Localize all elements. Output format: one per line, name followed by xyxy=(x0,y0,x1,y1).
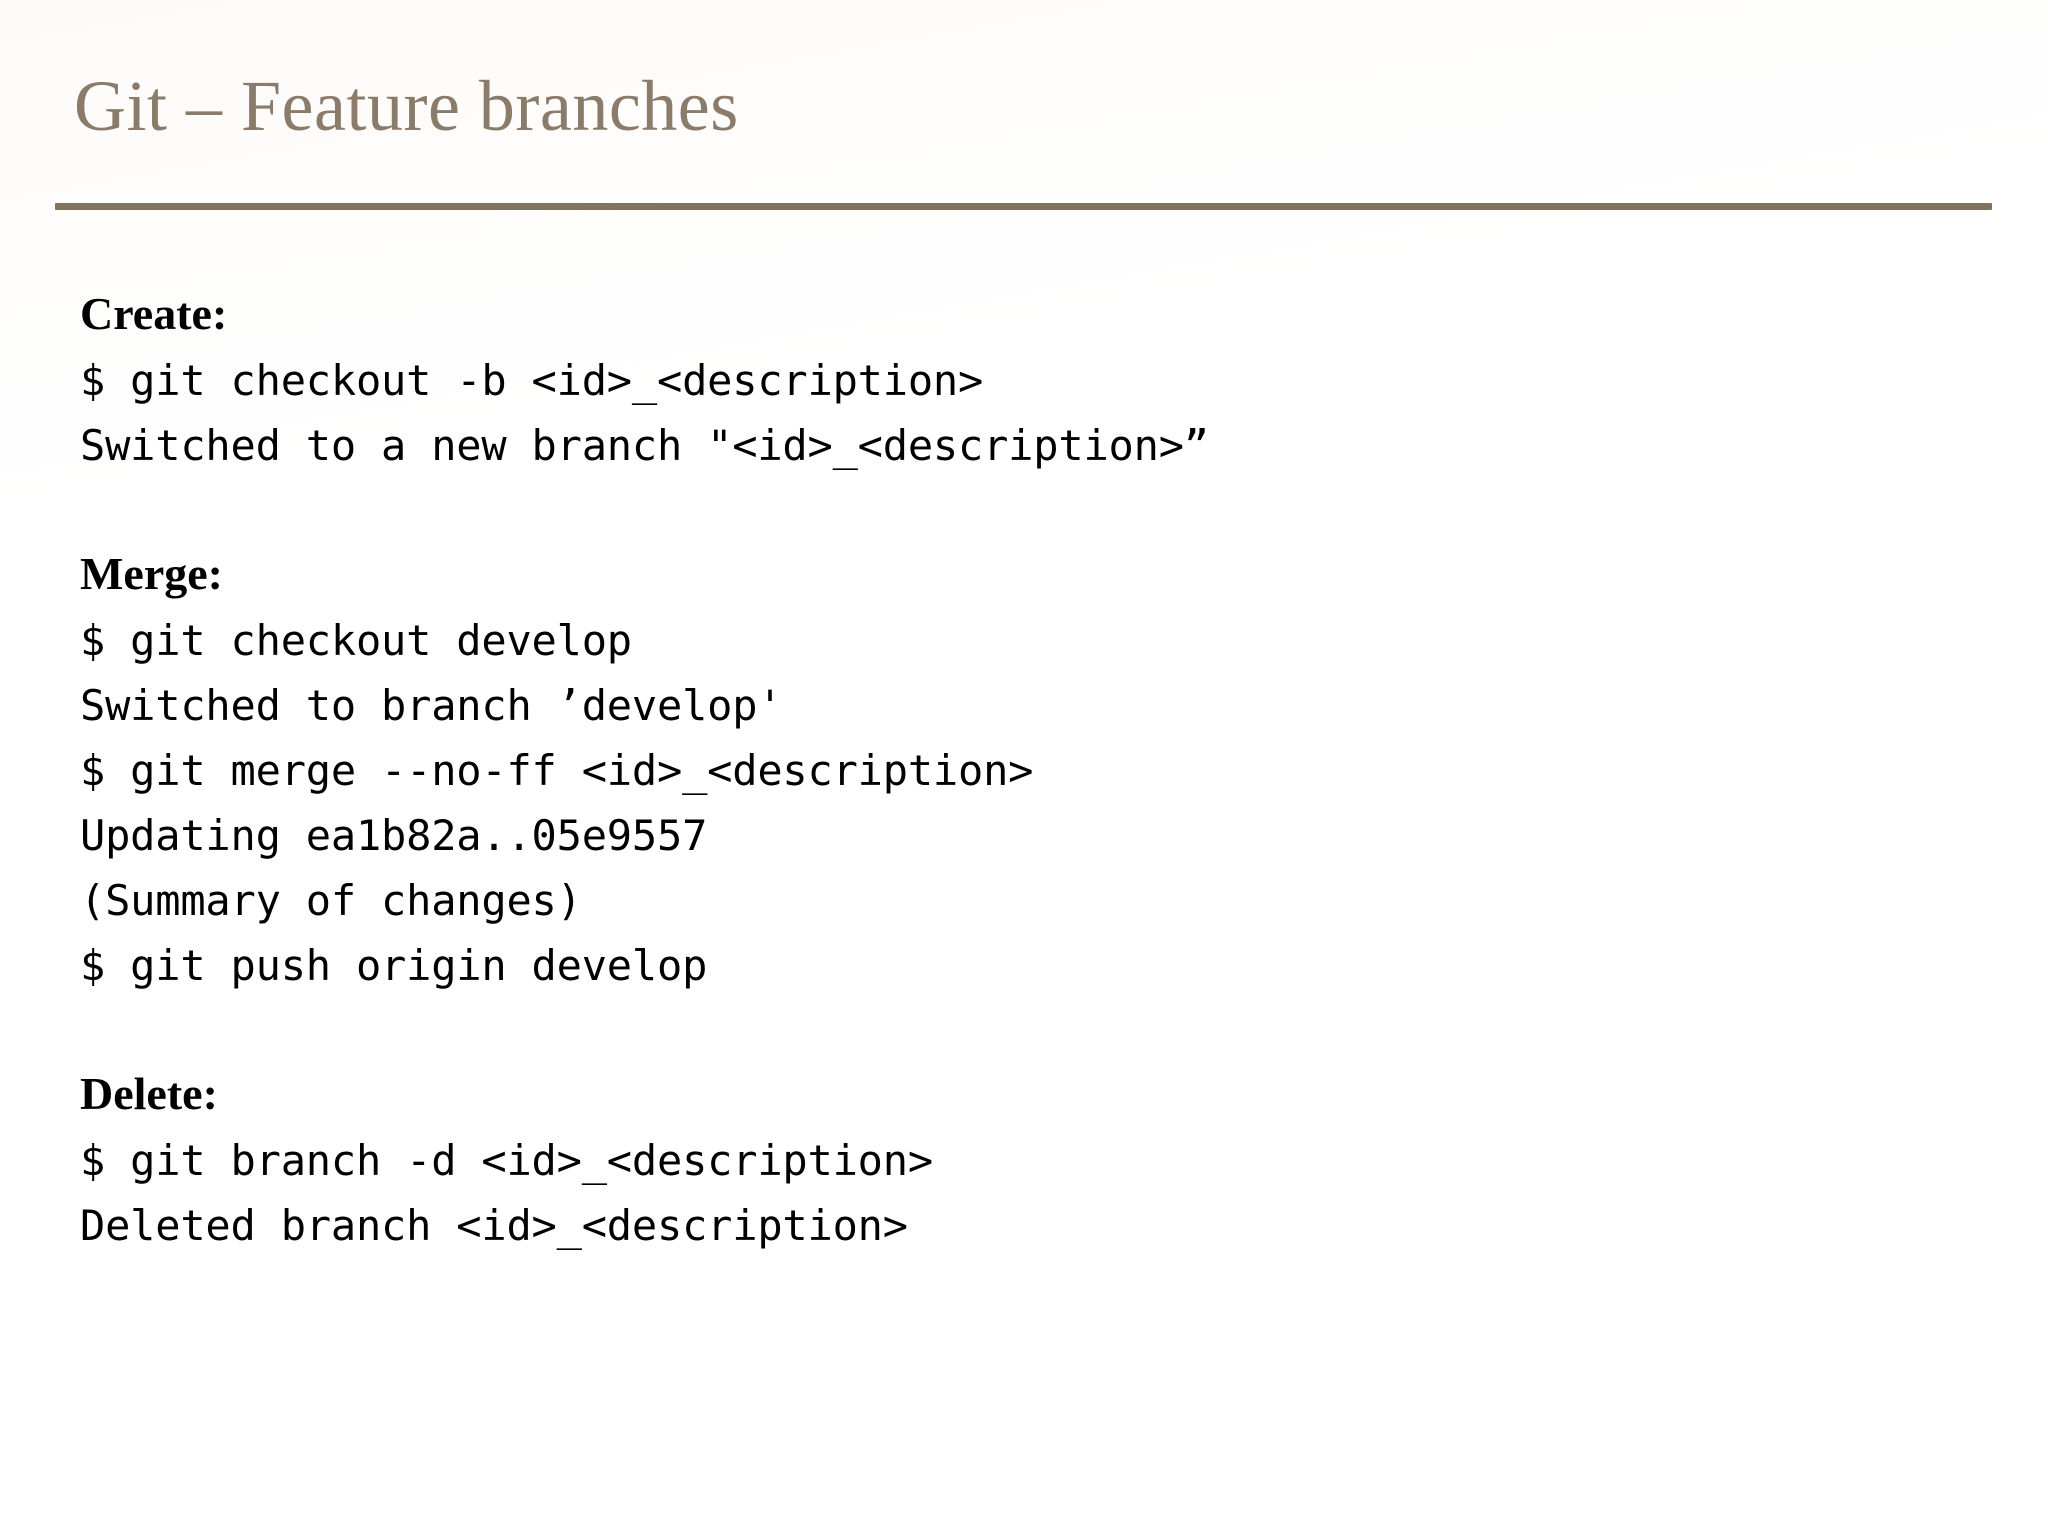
code-line: Updating ea1b82a..05e9557 xyxy=(80,811,708,860)
code-line: $ git checkout -b <id>_<description> xyxy=(80,356,984,405)
code-line: $ git push origin develop xyxy=(80,941,708,990)
title-block: Git – Feature branches xyxy=(74,52,1994,162)
code-line: Deleted branch <id>_<description> xyxy=(80,1201,908,1250)
code-line: (Summary of changes) xyxy=(80,876,582,925)
code-line: $ git branch -d <id>_<description> xyxy=(80,1136,933,1185)
section-heading-create: Create: xyxy=(80,288,228,339)
code-line: $ git merge --no-ff <id>_<description> xyxy=(80,746,1034,795)
section-delete: Delete: $ git branch -d <id>_<descriptio… xyxy=(80,1062,1980,1258)
code-line: Switched to branch ’develop' xyxy=(80,681,783,730)
code-line: Switched to a new branch "<id>_<descript… xyxy=(80,421,1209,470)
section-create: Create: $ git checkout -b <id>_<descript… xyxy=(80,282,1980,478)
slide-body: Create: $ git checkout -b <id>_<descript… xyxy=(80,282,1980,1258)
title-divider-rule xyxy=(55,203,1992,210)
section-heading-delete: Delete: xyxy=(80,1068,218,1119)
section-heading-merge: Merge: xyxy=(80,548,223,599)
page-title: Git – Feature branches xyxy=(74,66,739,147)
section-merge: Merge: $ git checkout develop Switched t… xyxy=(80,542,1980,998)
code-line: $ git checkout develop xyxy=(80,616,632,665)
